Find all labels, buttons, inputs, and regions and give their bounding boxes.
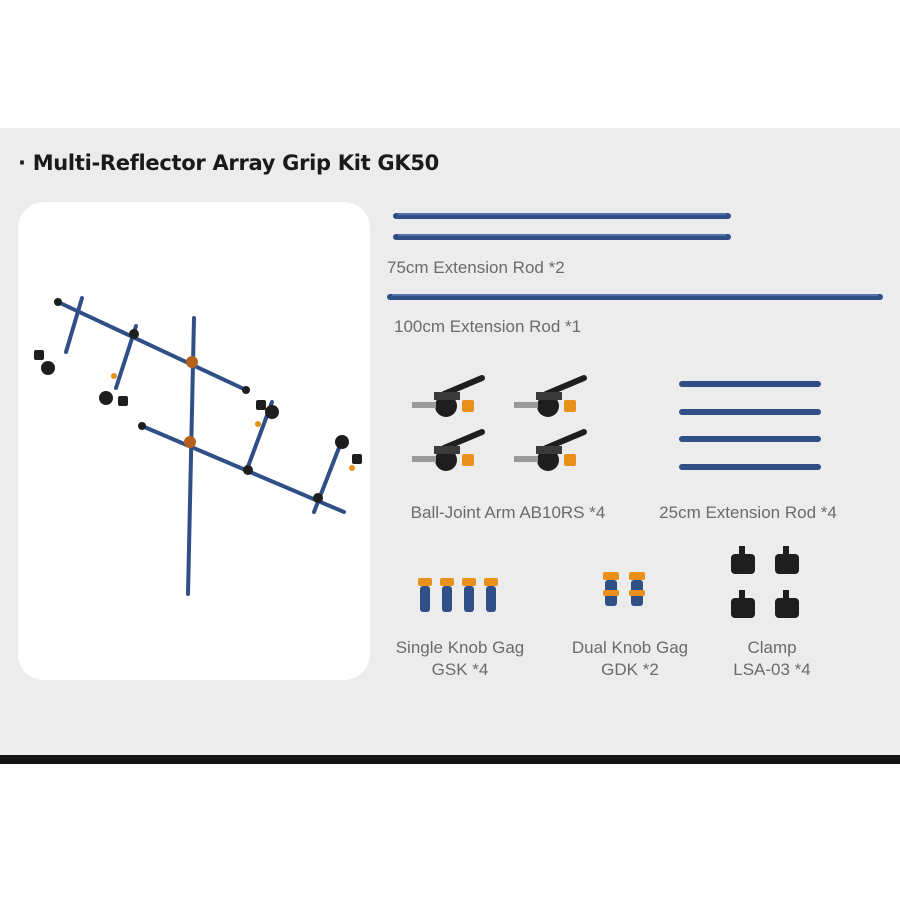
kit-title: · Multi-Reflector Array Grip Kit GK50 — [18, 151, 439, 175]
rod-25-label: 25cm Extension Rod *4 — [659, 503, 837, 522]
clamp-illustration — [731, 546, 799, 618]
assembled-kit-image — [18, 202, 370, 680]
rod-100-label: 100cm Extension Rod *1 — [394, 317, 582, 336]
rod-75-illustration — [393, 213, 731, 240]
bottom-bar — [0, 755, 900, 764]
dual-knob-gag-illustration — [603, 572, 645, 606]
clamp-label-line2: LSA-03 *4 — [733, 660, 811, 679]
ball-joint-arm-illustration — [412, 375, 587, 471]
dual-gag-label-line1: Dual Knob Gag — [571, 638, 689, 657]
rod-75-label: 75cm Extension Rod *2 — [387, 258, 565, 277]
clamp-label-line1: Clamp — [747, 638, 797, 657]
rod-100-illustration — [387, 294, 883, 300]
ball-joint-label: Ball-Joint Arm AB10RS *4 — [410, 503, 606, 522]
single-knob-gag-illustration — [418, 578, 498, 612]
assembled-array-illustration — [34, 296, 362, 596]
single-gag-label-line2: GSK *4 — [431, 660, 489, 679]
dual-gag-label-line2: GDK *2 — [601, 660, 659, 679]
single-gag-label-line1: Single Knob Gag — [395, 638, 525, 657]
rod-25-illustration — [679, 381, 821, 470]
